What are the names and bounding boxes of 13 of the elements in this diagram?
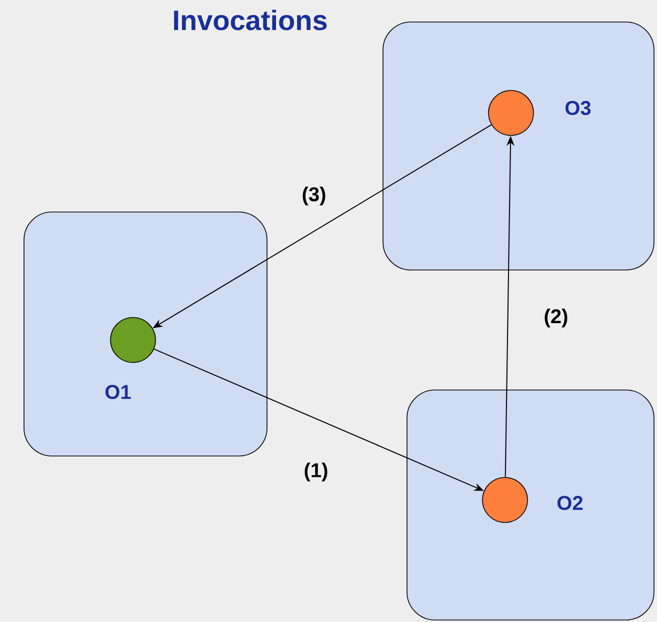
edge-label: (2) xyxy=(542,308,570,328)
object-box xyxy=(382,22,654,270)
node-label: O3 xyxy=(565,100,591,116)
object-box xyxy=(406,390,654,620)
title: Invocations xyxy=(174,10,327,30)
node-label: O1 xyxy=(105,384,131,400)
edge-label: (3) xyxy=(300,186,328,206)
object-box xyxy=(24,212,268,456)
edge-label: (1) xyxy=(302,462,330,482)
node-label: O2 xyxy=(557,496,583,510)
object-circle xyxy=(482,477,528,523)
object-circle xyxy=(110,317,156,363)
object-circle xyxy=(488,90,534,136)
